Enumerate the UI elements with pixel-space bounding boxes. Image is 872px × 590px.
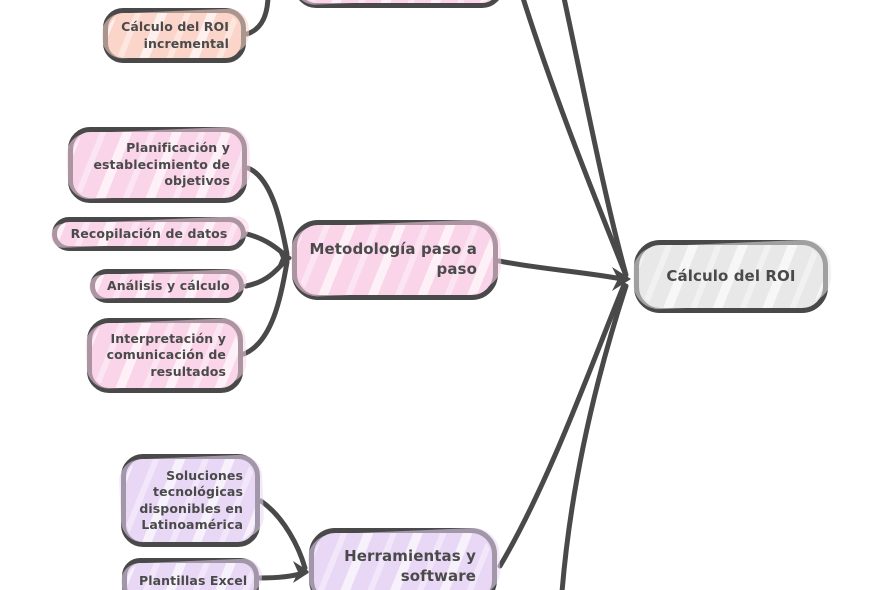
node-label: Herramientas y software <box>344 547 476 585</box>
edge-interpretacion <box>241 259 290 357</box>
node-top-partial[interactable] <box>294 0 504 8</box>
edge-planificacion <box>245 165 290 257</box>
edge-herramientas-root <box>497 282 627 569</box>
node-planificacion[interactable]: Planificación y establecimiento de objet… <box>68 127 247 203</box>
edge-top-branch-2 <box>561 0 629 278</box>
node-label: Soluciones tecnológicas disponibles en L… <box>139 467 243 533</box>
edge-metodologia-root <box>496 258 625 282</box>
arrowhead-herramientas <box>293 561 310 583</box>
node-herramientas[interactable]: Herramientas y software <box>309 528 497 590</box>
node-interpretacion[interactable]: Interpretación y comunicación de resulta… <box>87 318 243 393</box>
node-label: Análisis y cálculo <box>107 277 230 293</box>
node-label: Recopilación de datos <box>70 225 228 241</box>
node-label: Metodología paso a paso <box>309 240 477 278</box>
node-metodologia[interactable]: Metodología paso a paso <box>292 220 498 300</box>
edge-bottom-branch <box>559 283 629 590</box>
node-soluciones[interactable]: Soluciones tecnológicas disponibles en L… <box>121 454 260 547</box>
node-roi-incremental[interactable]: Cálculo del ROI incremental <box>103 8 246 63</box>
arrowhead-root <box>612 267 631 291</box>
edge-incremental-up <box>244 0 271 37</box>
arrowhead-metodologia <box>276 246 293 270</box>
node-label: Planificación y establecimiento de objet… <box>93 140 230 189</box>
node-recopilacion[interactable]: Recopilación de datos <box>52 217 246 251</box>
node-label: Cálculo del ROI incremental <box>121 19 229 51</box>
node-label: Interpretación y comunicación de resulta… <box>106 330 226 379</box>
edge-soluciones <box>258 498 308 571</box>
edge-top-branch-1 <box>521 0 628 276</box>
node-root-calculo-roi[interactable]: Cálculo del ROI <box>634 240 828 313</box>
node-analisis[interactable]: Análisis y cálculo <box>90 269 244 303</box>
node-plantillas[interactable]: Plantillas Excel <box>122 558 259 590</box>
node-label: Plantillas Excel <box>139 572 248 588</box>
node-label: Cálculo del ROI <box>666 266 796 285</box>
